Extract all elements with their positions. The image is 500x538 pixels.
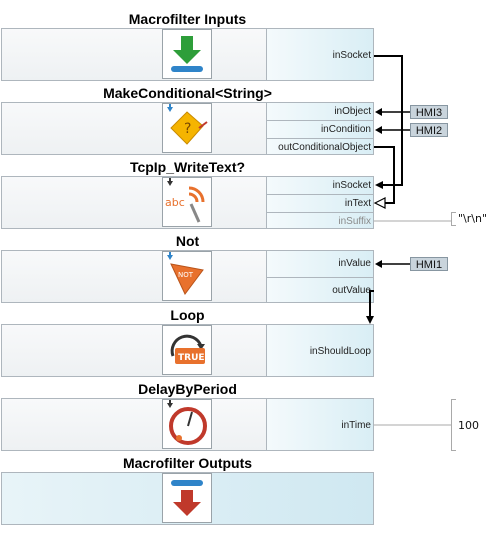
block-title-make-conditional: MakeConditional<String> — [103, 85, 272, 101]
port-in-time[interactable]: inTime — [341, 420, 371, 431]
hmi3-badge[interactable]: HMI3 — [410, 105, 448, 119]
ports-panel — [266, 399, 373, 450]
block-title-delay-by-period: DelayByPeriod — [138, 381, 237, 397]
in-time-value[interactable]: 100 — [458, 419, 479, 432]
red-down-arrow-icon — [162, 473, 212, 523]
hmi2-badge[interactable]: HMI2 — [410, 123, 448, 137]
ports-panel — [266, 29, 373, 80]
port-in-suffix[interactable]: inSuffix — [338, 216, 371, 227]
port-in-condition[interactable]: inCondition — [320, 124, 371, 135]
in-suffix-value[interactable]: "\r\n" — [458, 212, 488, 225]
conditional-question-icon: ? — [162, 103, 212, 153]
port-in-object[interactable]: inObject — [334, 106, 371, 117]
block-title-loop: Loop — [170, 307, 205, 323]
value-bracket — [451, 399, 456, 451]
not-operator-icon: NOT — [162, 251, 212, 301]
port-in-text[interactable]: inText — [344, 198, 371, 209]
tcp-write-text-icon: abc — [162, 177, 212, 227]
block-title-tcpip-writetext: TcpIp_WriteText? — [129, 159, 246, 175]
port-in-should-loop[interactable]: inShouldLoop — [309, 346, 371, 357]
block-title-not: Not — [175, 233, 200, 249]
port-out-conditional-object[interactable]: outConditionalObject — [278, 142, 371, 153]
port-in-socket[interactable]: inSocket — [332, 180, 371, 191]
port-in-socket[interactable]: inSocket — [332, 50, 371, 61]
svg-text:NOT: NOT — [178, 271, 194, 279]
svg-text:TRUE: TRUE — [178, 353, 205, 363]
delay-timer-icon — [162, 399, 212, 449]
port-in-value[interactable]: inValue — [338, 258, 371, 269]
loop-true-icon: TRUE — [162, 325, 212, 375]
port-out-value[interactable]: outValue — [332, 285, 371, 296]
svg-text:abc: abc — [165, 196, 185, 209]
hmi1-badge[interactable]: HMI1 — [410, 257, 448, 271]
green-down-arrow-icon — [162, 29, 212, 79]
value-bracket — [451, 212, 456, 226]
block-title-macrofilter-inputs: Macrofilter Inputs — [128, 11, 247, 27]
ports-panel — [266, 251, 373, 302]
svg-text:?: ? — [184, 121, 191, 137]
block-title-macrofilter-outputs: Macrofilter Outputs — [122, 455, 253, 471]
ports-panel — [266, 177, 373, 228]
ports-panel — [266, 325, 373, 376]
ports-panel — [266, 103, 373, 154]
